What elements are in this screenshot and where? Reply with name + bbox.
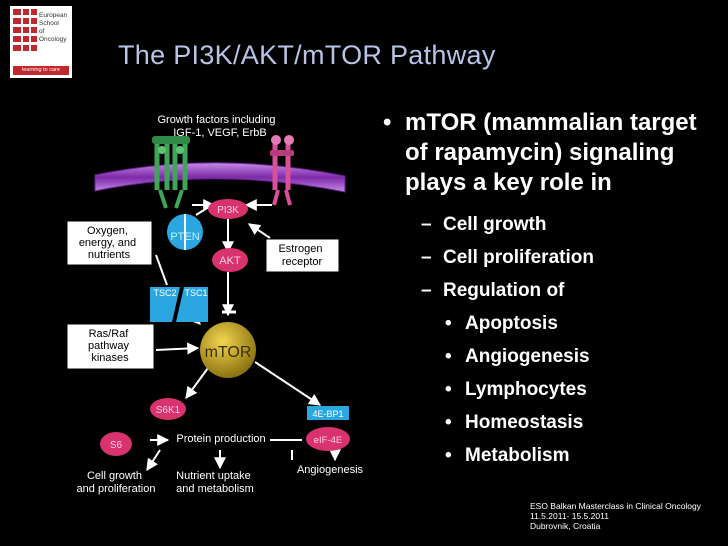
pten-label: PTEN bbox=[170, 231, 199, 243]
pi3k-label: PI3K bbox=[217, 205, 239, 216]
angiogenesis-label: Angiogenesis bbox=[297, 464, 364, 476]
s6-label: S6 bbox=[110, 440, 123, 451]
eif4e-label: eIF-4E bbox=[314, 435, 343, 446]
eso-logo-tagline: learning to care bbox=[13, 66, 69, 75]
tsc1-label: TSC1 bbox=[184, 288, 207, 298]
tsc1-node bbox=[176, 287, 208, 322]
rasraf-box-text: Ras/Raf pathway kinases bbox=[88, 328, 132, 364]
bullet-main: mTOR (mammalian target of rapamycin) sig… bbox=[383, 108, 713, 198]
footer-line-2: 11.5.2011- 15.5.2011 bbox=[530, 511, 609, 521]
footer-line-3: Dubrovnik, Croatia bbox=[530, 521, 601, 531]
estrogen-box-text: Estrogen receptor bbox=[278, 243, 325, 268]
eso-logo-name: European School of Oncology bbox=[39, 12, 68, 43]
footer: ESO Balkan Masterclass in Clinical Oncol… bbox=[530, 501, 701, 531]
oxygen-box bbox=[66, 220, 153, 266]
4ebp1-label: 4E-BP1 bbox=[312, 409, 343, 419]
rasraf-box bbox=[66, 323, 155, 370]
footer-line-1: ESO Balkan Masterclass in Clinical Oncol… bbox=[530, 501, 702, 511]
cell-membrane bbox=[94, 162, 346, 193]
bullet-angiogenesis: Angiogenesis bbox=[445, 340, 713, 373]
eso-logo-mark bbox=[13, 9, 37, 51]
bullet-regulation-of: Regulation of bbox=[421, 274, 713, 307]
bullet-cell-proliferation: Cell proliferation bbox=[421, 241, 713, 274]
s6k1-label: S6K1 bbox=[156, 405, 181, 416]
bullet-apoptosis: Apoptosis bbox=[445, 307, 713, 340]
nutrient-uptake-label: Nutrient uptake and metabolism bbox=[176, 470, 254, 495]
receptor-left-icon bbox=[152, 136, 190, 209]
s6k1-node bbox=[150, 398, 186, 420]
mtor-node bbox=[200, 322, 256, 378]
bullet-metabolism: Metabolism bbox=[445, 439, 713, 472]
oxygen-box-text: Oxygen, energy, and nutrients bbox=[79, 225, 139, 261]
slide-title: The PI3K/AKT/mTOR Pathway bbox=[118, 40, 496, 70]
growth-factors-label: Growth factors including IGF-1, VEGF, Er… bbox=[157, 114, 278, 139]
eif4e-node bbox=[306, 427, 350, 451]
bullet-list: mTOR (mammalian target of rapamycin) sig… bbox=[383, 108, 713, 472]
cell-growth-label: Cell growth and proliferation bbox=[77, 470, 156, 495]
tsc2-label: TSC2 bbox=[153, 288, 176, 298]
bullet-cell-growth: Cell growth bbox=[421, 208, 713, 241]
4ebp1-node bbox=[307, 406, 349, 420]
tsc2-node bbox=[150, 287, 180, 322]
pi3k-node bbox=[208, 199, 248, 219]
bullet-lymphocytes: Lymphocytes bbox=[445, 373, 713, 406]
akt-label: AKT bbox=[219, 255, 241, 267]
estrogen-box bbox=[265, 238, 340, 273]
mtor-label: mTOR bbox=[205, 344, 252, 361]
akt-node bbox=[212, 248, 248, 272]
pathway-arrows bbox=[146, 199, 341, 472]
protein-production-label: Protein production bbox=[176, 433, 265, 445]
receptor-right-icon bbox=[270, 135, 294, 206]
eso-logo: European School of Oncology learning to … bbox=[10, 6, 72, 78]
s6-node bbox=[100, 432, 132, 456]
bullet-homeostasis: Homeostasis bbox=[445, 406, 713, 439]
